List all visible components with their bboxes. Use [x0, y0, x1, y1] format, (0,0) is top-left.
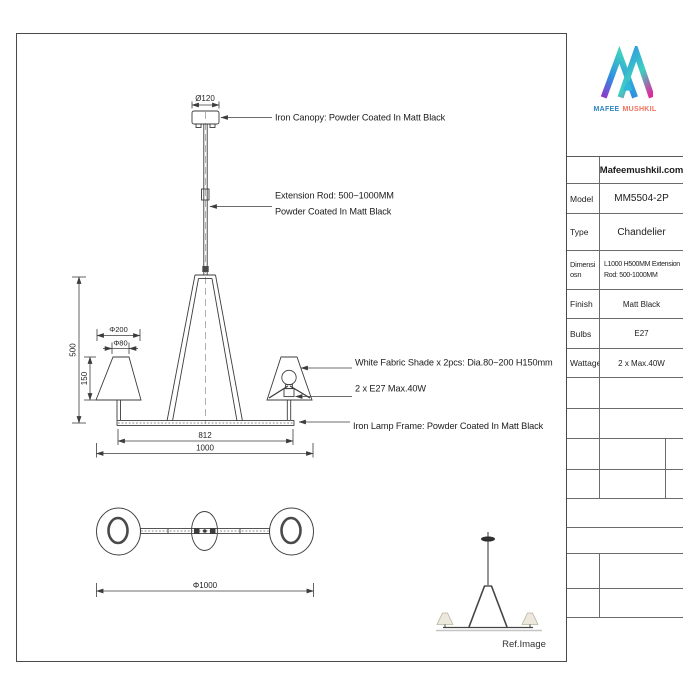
dim-frame-length: 812	[198, 431, 212, 440]
ref-right-shade	[521, 612, 539, 625]
table-row-empty	[567, 408, 683, 438]
table-row-empty	[567, 498, 683, 527]
empty-cell	[600, 378, 683, 408]
table-row-wattage: Wattage 2 x Max.40W	[567, 348, 683, 377]
bulb-socket	[283, 388, 295, 398]
empty-cell	[600, 470, 666, 498]
table-row-finish: Finish Matt Black	[567, 289, 683, 318]
empty-cell	[567, 409, 600, 438]
spec-label: Finish	[567, 290, 600, 318]
top-view: Φ1000	[95, 507, 315, 597]
spec-value: E27	[634, 329, 649, 338]
dim-shade-top: Φ80	[113, 339, 127, 348]
left-shade	[95, 356, 142, 401]
ref-image-label: Ref.Image	[502, 639, 546, 650]
brand-name-part1: MAFEE	[593, 106, 620, 113]
table-row-type: Type Chandelier	[567, 213, 683, 250]
spec-value: 2 x Max.40W	[618, 358, 665, 368]
table-row-empty	[567, 469, 683, 498]
table-row-empty	[567, 617, 683, 662]
table-row-website: Mafeemushkil.com	[567, 157, 683, 183]
spec-value: L1000 H500MM Extension Rod: 500-1000MM	[604, 260, 680, 279]
dim-shade-bottom: Φ200	[109, 325, 128, 334]
dim-drop-height: 500	[69, 343, 78, 357]
top-right-shade-ring	[280, 516, 302, 545]
empty-cell	[666, 470, 683, 498]
empty-cell	[567, 554, 600, 588]
empty-cell	[600, 439, 666, 469]
table-row-bulbs: Bulbs E27	[567, 318, 683, 348]
empty-cell	[600, 554, 683, 588]
spec-label: Model	[567, 184, 600, 213]
table-row-model: Model MM5504-2P	[567, 183, 683, 213]
brand-name-part2: MUSHKIL	[622, 106, 657, 113]
spec-value: Matt Black	[622, 299, 661, 309]
spec-value: MM5504-2P	[614, 193, 669, 204]
annotation-canopy: Iron Canopy: Powder Coated In Matt Black	[275, 113, 446, 123]
annotation-bulb: 2 x E27 Max.40W	[355, 384, 426, 394]
empty-cell	[600, 409, 683, 438]
empty-cell	[567, 470, 600, 498]
dim-overall-diameter: Φ1000	[193, 581, 218, 590]
table-row-empty	[567, 438, 683, 469]
spec-label: Dimensiosn	[567, 251, 600, 289]
empty-cell	[666, 439, 683, 469]
canopy	[191, 110, 220, 125]
empty-cell	[567, 589, 600, 617]
dim-overall-length: 1000	[196, 444, 214, 453]
spec-label: Wattage	[567, 349, 600, 377]
website-value: Mafeemushkil.com	[600, 164, 683, 176]
canopy-foot	[195, 123, 202, 128]
table-row-empty	[567, 553, 683, 588]
right-shade	[266, 356, 313, 401]
ref-image: Ref.Image	[436, 532, 546, 650]
top-left-shade-ring	[107, 516, 129, 545]
empty-cell	[567, 378, 600, 408]
dim-shade-height: 150	[80, 371, 89, 385]
ref-canopy	[481, 536, 495, 542]
table-row-empty	[567, 588, 683, 617]
spec-label: Type	[567, 214, 600, 250]
front-view: Ø120	[69, 94, 553, 458]
annotation-rod-1: Extension Rod: 500~1000MM	[275, 191, 394, 201]
ref-left-shade	[436, 612, 454, 625]
empty-cell	[567, 439, 600, 469]
annotation-frame: Iron Lamp Frame: Powder Coated In Matt B…	[353, 421, 544, 431]
table-row-empty	[567, 527, 683, 553]
table-row-empty	[567, 377, 683, 408]
spec-label: Bulbs	[567, 319, 600, 348]
brand-logo-icon	[600, 46, 653, 99]
spec-table: Mafeemushkil.com Model MM5504-2P Type Ch…	[567, 157, 683, 662]
rod-end-nub	[202, 266, 209, 272]
annotation-rod-2: Powder Coated In Matt Black	[275, 207, 392, 217]
empty-cell	[600, 589, 683, 617]
rod-connector	[201, 188, 210, 201]
table-row-dimension: Dimensiosn L1000 H500MM Extension Rod: 5…	[567, 250, 683, 289]
dim-canopy-diameter: Ø120	[195, 94, 215, 103]
empty-label-cell	[567, 157, 600, 183]
spec-value: Chandelier	[617, 226, 666, 238]
annotation-shade: White Fabric Shade x 2pcs: Dia.80~200 H1…	[355, 358, 553, 368]
canopy-foot	[209, 123, 216, 128]
top-center-dot	[203, 529, 207, 533]
